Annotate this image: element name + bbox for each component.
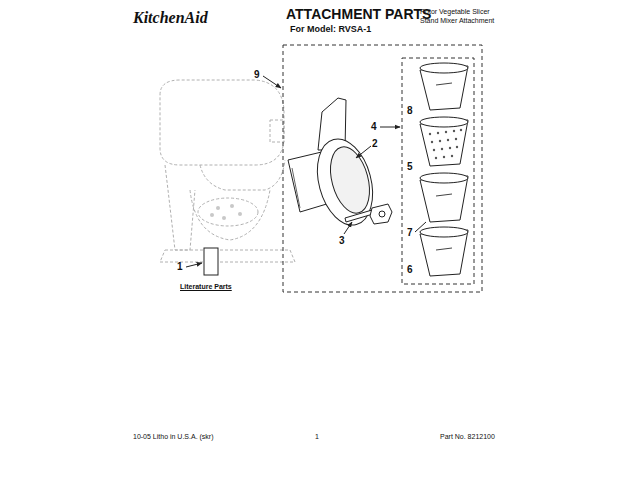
callout-number: 7: [407, 227, 413, 238]
part-number: Part No. 8212100: [440, 433, 495, 441]
cone-set-box: [402, 58, 474, 284]
housing-drawing: [288, 98, 382, 231]
leader-line: [186, 76, 426, 267]
callout-number: 2: [372, 138, 378, 149]
cone-detail: [436, 83, 452, 250]
mixer-outline: [160, 80, 295, 262]
callout-number: 8: [407, 105, 413, 116]
callout-number: 1: [177, 261, 183, 272]
literature-booklet: [204, 248, 218, 275]
product-name: Rotor Vegetable Slicer: [420, 8, 490, 16]
callout-number: 6: [407, 264, 413, 275]
cone-drawing: [420, 63, 468, 276]
section-label: Literature Parts: [180, 283, 232, 291]
page-number: 1: [315, 433, 319, 441]
page-title: ATTACHMENT PARTS: [286, 7, 431, 22]
callout-number: 5: [407, 161, 413, 172]
product-name: Stand Mixer Attachment: [420, 17, 494, 25]
footer-text: 10-05 Litho in U.S.A. (skr): [133, 433, 214, 441]
callout-number: 9: [254, 69, 260, 80]
shaft-drawing: [345, 204, 392, 224]
brand-logo: KitchenAid: [133, 9, 208, 27]
callout-number: 4: [371, 121, 377, 132]
grater-holes: [429, 129, 462, 159]
assembly-box: [283, 45, 482, 292]
callout-number: 3: [339, 235, 345, 246]
mixer-outline: [210, 204, 242, 220]
model-line: For Model: RVSA-1: [290, 25, 371, 35]
